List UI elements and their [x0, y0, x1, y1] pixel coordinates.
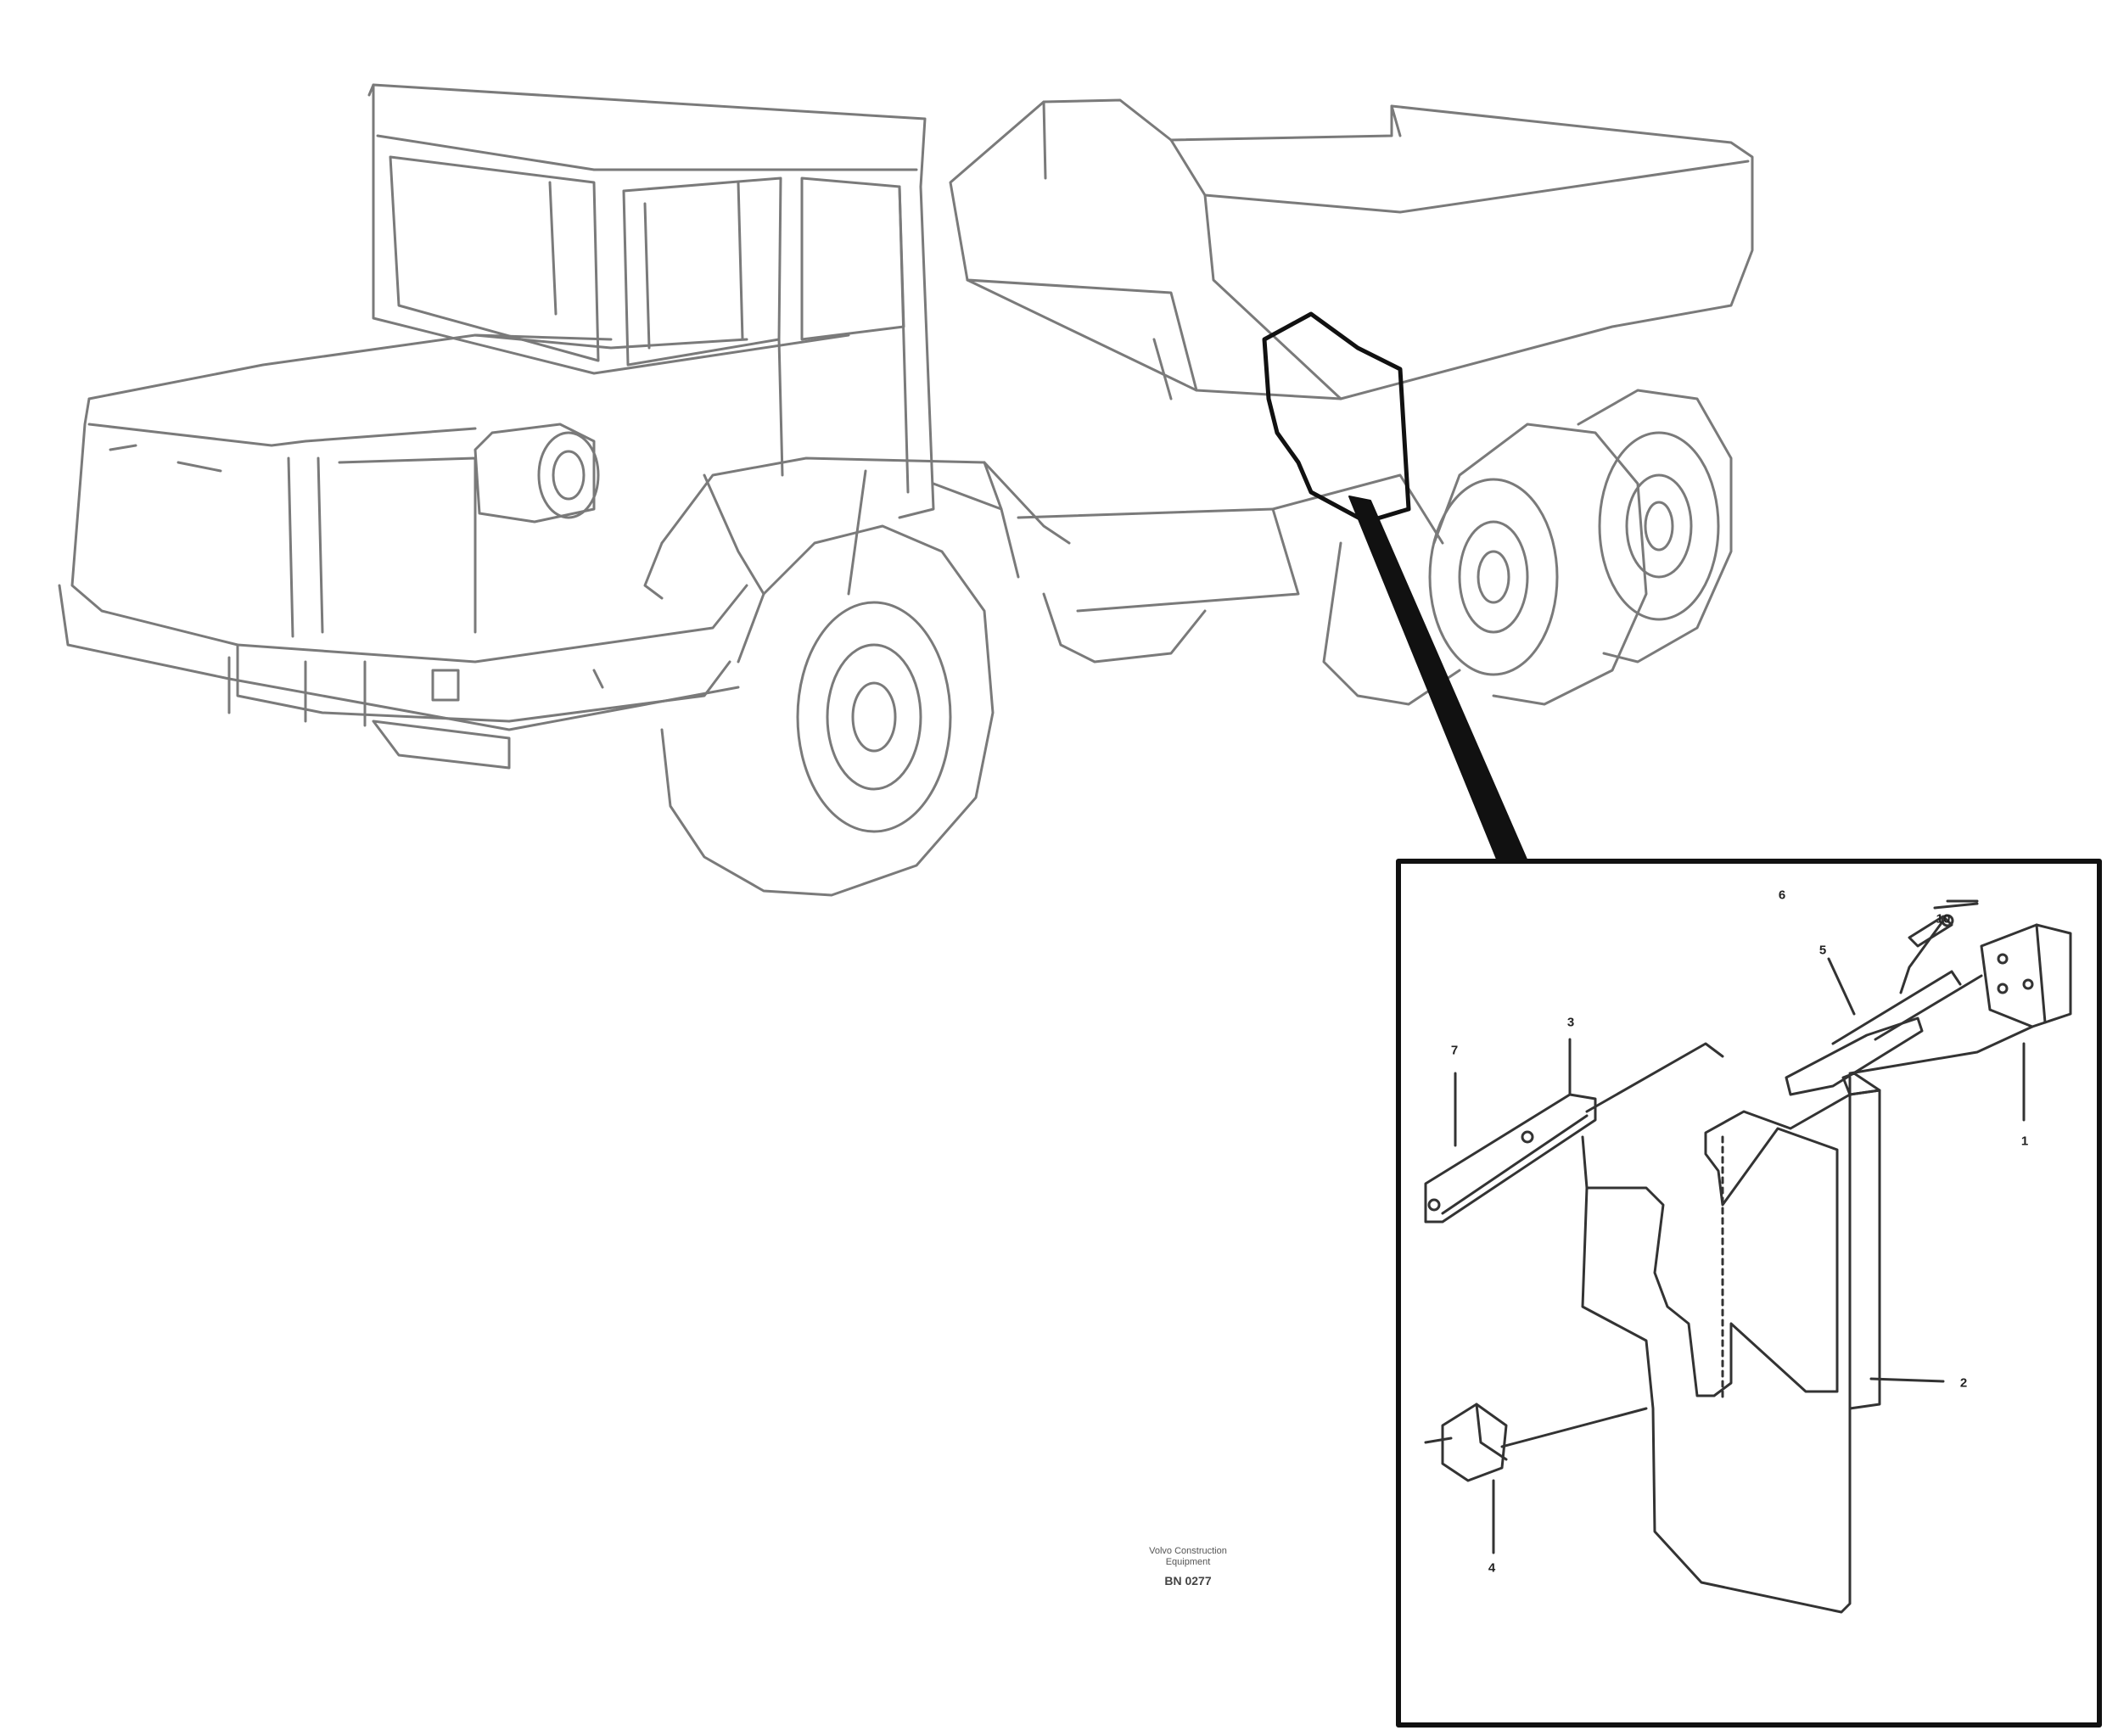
- mud-flap-location-marker: [1262, 311, 1411, 524]
- callout-4: 4: [1488, 1560, 1496, 1576]
- bracket-left: [1424, 1093, 1597, 1224]
- stamp-line-2: Equipment: [1165, 1556, 1211, 1567]
- callout-2: 2: [1959, 1375, 1968, 1391]
- callout-6: 6: [1778, 888, 1786, 903]
- mounting-plate-right: [1980, 923, 2072, 1028]
- cab: [367, 83, 935, 519]
- figure-id: BN 0277: [1164, 1574, 1212, 1588]
- rear-wheel-front-axle: [1428, 423, 1648, 706]
- detail-view-frame: [1396, 859, 2102, 1728]
- detail-view-parts: [1424, 899, 2072, 1614]
- air-filter: [474, 423, 600, 524]
- engine-hood: [58, 333, 748, 770]
- callout-5: 5: [1818, 943, 1827, 958]
- dump-body: [949, 98, 1754, 400]
- bracket-top: [1785, 1016, 1924, 1096]
- mounting-bracket-bottom: [1441, 1403, 1508, 1482]
- callout-10: 10: [1936, 911, 1951, 927]
- articulated-hauler-drawing: [58, 83, 1754, 897]
- rear-wheel-rear-axle: [1577, 389, 1733, 664]
- callout-3: 3: [1566, 1015, 1575, 1030]
- publisher-stamp: Volvo Construction Equipment BN 0277: [1112, 1546, 1264, 1588]
- stamp-line-1: Volvo Construction: [1149, 1546, 1227, 1556]
- callout-7: 7: [1450, 1043, 1459, 1058]
- mud-flap-plate: [1581, 1072, 1881, 1397]
- detail-leader-wedge: [1348, 496, 1528, 862]
- front-wheel: [660, 524, 995, 897]
- front-fender: [643, 456, 1071, 600]
- callout-1: 1: [2020, 1134, 2029, 1149]
- chassis-frame: [1017, 473, 1461, 706]
